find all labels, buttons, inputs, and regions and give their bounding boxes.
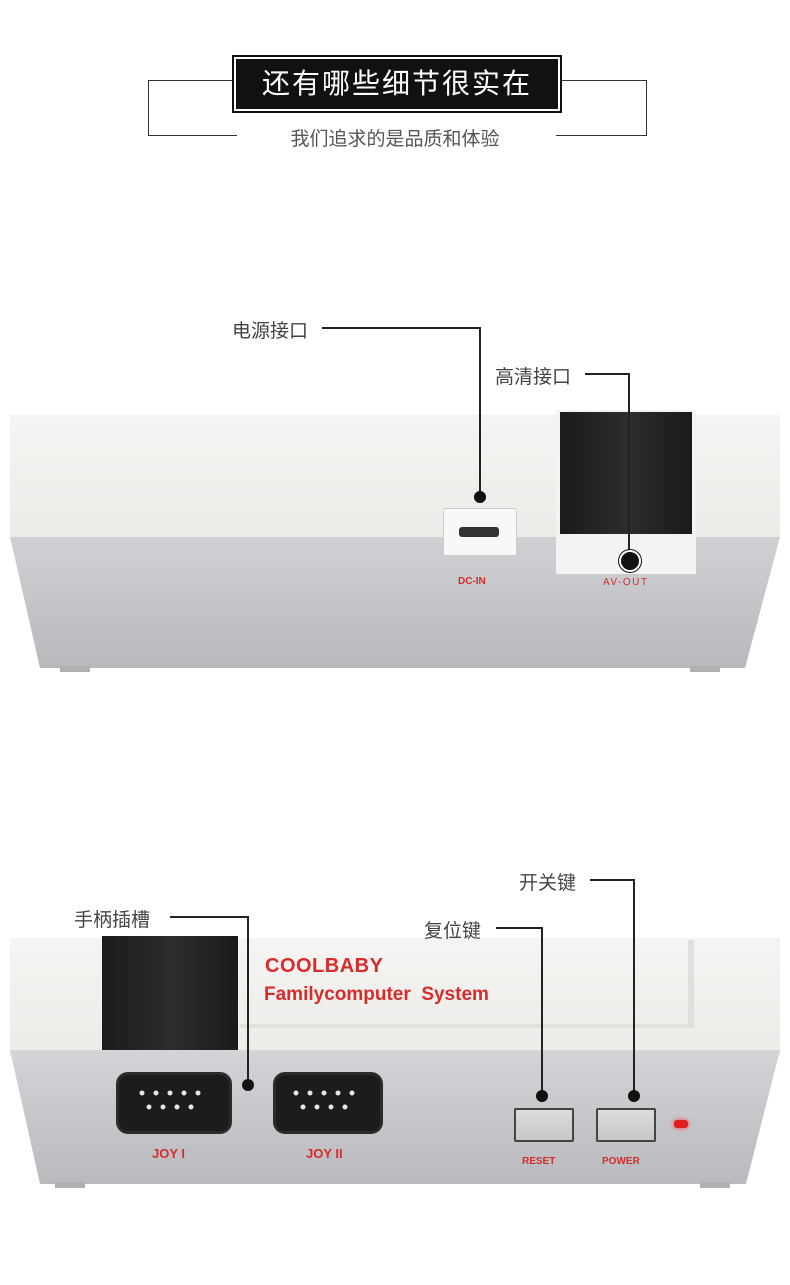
callout-power-port: 电源接口 bbox=[232, 320, 309, 342]
power-label: POWER bbox=[602, 1156, 640, 1167]
callout-controller-slot: 手柄插槽 bbox=[74, 909, 151, 931]
joy2-pins bbox=[293, 1090, 355, 1110]
header-bracket-left bbox=[148, 80, 237, 136]
callout-controller-slot-line-v bbox=[247, 916, 249, 1082]
callout-hd-port-line-v bbox=[628, 373, 630, 559]
joy1-label: JOY I bbox=[152, 1146, 186, 1161]
console-front-image: COOLBABY Familycomputer System JOY I JOY… bbox=[0, 930, 790, 1200]
callout-power-key-dot bbox=[628, 1090, 640, 1102]
callout-reset-key-dot bbox=[536, 1090, 548, 1102]
callout-power-key: 开关键 bbox=[519, 872, 577, 894]
reset-button[interactable] bbox=[514, 1108, 574, 1142]
av-out-port bbox=[560, 412, 692, 534]
callout-hd-port: 高清接口 bbox=[495, 366, 572, 388]
page-subtitle: 我们追求的是品质和体验 bbox=[290, 128, 500, 150]
brand-text: COOLBABY bbox=[265, 955, 384, 977]
callout-power-port-dot bbox=[474, 491, 486, 503]
page-title: 还有哪些细节很实在 bbox=[232, 55, 562, 113]
label-plate bbox=[240, 940, 694, 1028]
av-out-label: AV-OUT bbox=[603, 577, 649, 588]
callout-hd-port-dot bbox=[619, 550, 641, 572]
joy2-label: JOY II bbox=[306, 1146, 343, 1161]
joy1-port bbox=[116, 1072, 232, 1134]
callout-controller-slot-dot bbox=[242, 1079, 254, 1091]
dc-in-socket bbox=[459, 527, 499, 537]
dc-in-label: DC-IN bbox=[458, 576, 486, 587]
callout-power-key-line-h bbox=[590, 879, 634, 881]
joy2-port bbox=[273, 1072, 383, 1134]
callout-power-port-line-h bbox=[322, 327, 480, 329]
power-led bbox=[674, 1120, 688, 1128]
callout-reset-key-line-h bbox=[496, 927, 542, 929]
power-button[interactable] bbox=[596, 1108, 656, 1142]
callout-power-port-line-v bbox=[479, 327, 481, 497]
console-front-panel bbox=[10, 1050, 780, 1188]
header-bracket-right bbox=[556, 80, 647, 136]
reset-label: RESET bbox=[522, 1156, 556, 1167]
joy1-pins bbox=[139, 1090, 201, 1110]
controller-slot-block bbox=[102, 936, 238, 1056]
callout-reset-key-line-v bbox=[541, 927, 543, 1095]
callout-reset-key: 复位键 bbox=[424, 920, 482, 942]
product-text: Familycomputer System bbox=[264, 984, 489, 1005]
callout-power-key-line-v bbox=[633, 879, 635, 1095]
callout-hd-port-line-h bbox=[585, 373, 629, 375]
callout-controller-slot-line-h bbox=[170, 916, 248, 918]
console-back-image: DC-IN AV-OUT bbox=[0, 400, 790, 690]
